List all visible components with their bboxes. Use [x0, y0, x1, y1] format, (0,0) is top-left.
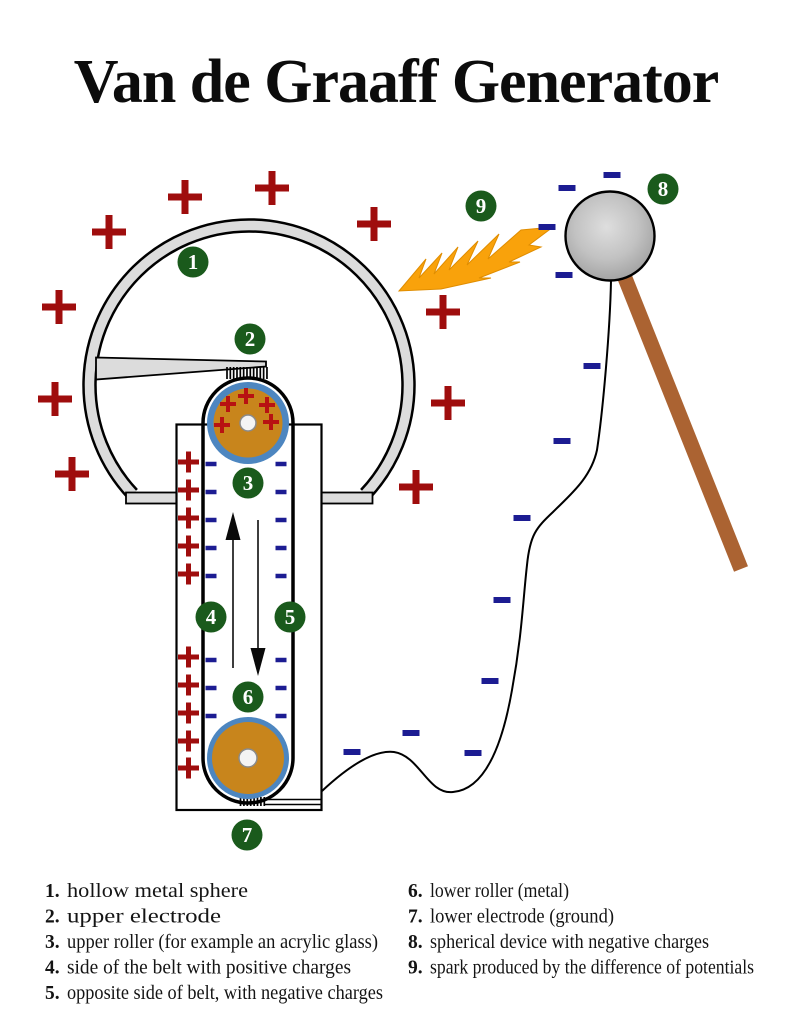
plus-charge	[255, 171, 289, 205]
page-title: Van de Graaff Generator	[74, 48, 719, 116]
charge-marks	[38, 171, 621, 779]
charged-test-sphere	[564, 190, 656, 282]
plus-charge-belt	[178, 563, 199, 585]
plus-charge-roller	[214, 417, 230, 433]
plus-charge-belt	[178, 646, 199, 668]
left-support-bar	[125, 491, 178, 505]
legend-item-number: 5.	[45, 983, 60, 1004]
upper-electrode	[226, 367, 268, 379]
number-badge: 8	[647, 173, 679, 205]
plus-charge-belt	[178, 507, 199, 529]
plus-charge	[357, 207, 391, 241]
number-badge: 3	[232, 467, 264, 499]
belt-direction-arrows	[225, 512, 266, 676]
badge-circle	[647, 173, 679, 205]
plus-charge-belt	[178, 535, 199, 557]
plus-charge-belt	[178, 479, 199, 501]
plus-charge	[168, 180, 202, 214]
badge-number: 4	[206, 605, 217, 629]
plus-charge	[431, 386, 465, 420]
legend-item-text: lower electrode (ground)	[430, 907, 614, 928]
badge-circle	[274, 601, 306, 633]
plus-charge-roller	[220, 396, 236, 412]
plus-charge	[55, 457, 89, 491]
plus-charge-belt	[178, 730, 199, 752]
right-support-bar	[320, 491, 374, 505]
legend-item-number: 8.	[408, 932, 423, 953]
plus-charge-belt	[178, 674, 199, 696]
ground-wire	[321, 280, 612, 794]
badge-number: 8	[658, 177, 669, 201]
plus-charge	[42, 290, 76, 324]
belt-loop	[201, 376, 295, 805]
number-badge: 7	[231, 819, 263, 851]
sphere-shell	[84, 220, 414, 498]
lower-roller	[207, 717, 289, 799]
badge-circle	[465, 190, 497, 222]
badge-circle	[232, 467, 264, 499]
legend-item-number: 1.	[45, 881, 60, 902]
number-badge: 1	[177, 246, 209, 278]
badge-number: 2	[245, 327, 256, 351]
number-badge: 5	[274, 601, 306, 633]
legend-item-number: 6.	[408, 881, 423, 902]
number-badge: 2	[234, 323, 266, 355]
plus-charge	[38, 382, 72, 416]
legend-item-number: 9.	[408, 958, 423, 979]
plus-charge-roller	[259, 397, 275, 413]
number-badges: 1 2 3 4 5 6 7 8 9	[177, 173, 679, 851]
plus-charge-roller	[238, 388, 254, 404]
plus-charge	[92, 215, 126, 249]
insulating-rod	[614, 265, 748, 572]
belt-down-arrowhead	[250, 648, 266, 676]
legend-item-text: spark produced by the difference of pote…	[430, 958, 754, 979]
legend-item-text: side of the belt with positive charges	[67, 958, 351, 979]
legend-item-number: 7.	[408, 907, 423, 928]
badge-number: 5	[285, 605, 296, 629]
legend-item-text: lower roller (metal)	[430, 881, 569, 902]
number-badge: 4	[195, 601, 227, 633]
plus-charge-belt	[178, 757, 199, 779]
badge-number: 9	[476, 194, 487, 218]
plus-charge-roller	[263, 414, 279, 430]
number-badge: 6	[232, 681, 264, 713]
legend-item-text: upper roller (for example an acrylic gla…	[67, 932, 378, 953]
badge-circle	[231, 819, 263, 851]
badge-circle	[232, 681, 264, 713]
plus-charge	[399, 470, 433, 504]
legend-item-text: upper electrode	[67, 907, 221, 928]
plus-charge-belt	[178, 702, 199, 724]
badge-number: 1	[188, 250, 199, 274]
spark-bolt	[397, 226, 555, 292]
upper-roller-axle	[239, 414, 257, 432]
legend-item-text: hollow metal sphere	[67, 881, 248, 902]
legend: 1. hollow metal sphere 2. upper electrode 3.…	[45, 881, 754, 1004]
lower-roller-axle	[238, 748, 258, 768]
plus-charge	[426, 295, 460, 329]
legend-item-number: 2.	[45, 907, 60, 928]
badge-number: 7	[242, 823, 253, 847]
badge-number: 6	[243, 685, 254, 709]
number-badge: 9	[465, 190, 497, 222]
legend-item-text: opposite side of belt, with negative cha…	[67, 983, 383, 1004]
electrode-support-arm	[95, 356, 267, 381]
plus-charge-belt	[178, 451, 199, 473]
badge-circle	[234, 323, 266, 355]
badge-number: 3	[243, 471, 254, 495]
legend-item-number: 3.	[45, 932, 60, 953]
badge-circle	[195, 601, 227, 633]
badge-circle	[177, 246, 209, 278]
legend-item-number: 4.	[45, 958, 60, 979]
belt-up-arrowhead	[225, 512, 241, 540]
legend-item-text: spherical device with negative charges	[430, 932, 709, 953]
